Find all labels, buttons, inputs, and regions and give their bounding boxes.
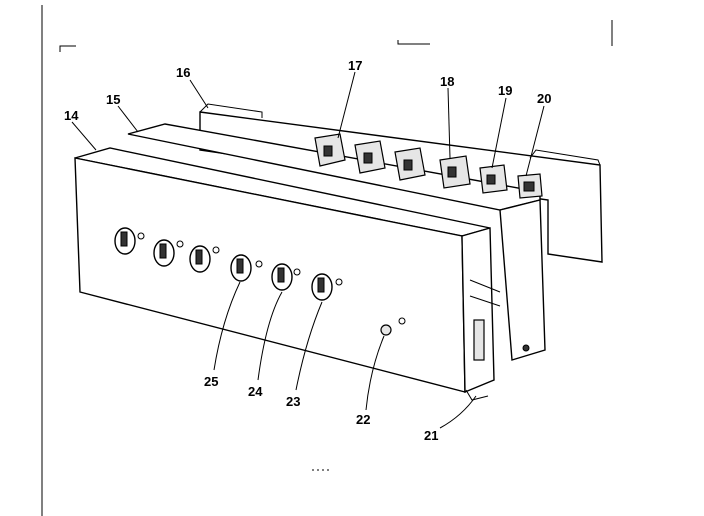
switch-19 [479,164,508,194]
top-mark [397,40,430,45]
front-panel [74,147,501,401]
knob-23 [311,273,343,301]
label-21: 21 [424,428,438,443]
corner-bracket [59,45,76,52]
label-18: 18 [440,74,454,89]
knob-3 [189,245,220,273]
label-23: 23 [286,394,300,409]
label-24: 24 [248,384,263,399]
knob-24 [271,263,301,291]
push-button-22 [380,317,406,336]
label-14: 14 [64,108,79,123]
label-16: 16 [176,65,190,80]
label-17: 17 [348,58,362,73]
knob-1 [114,227,145,255]
switch-block-17 [314,133,426,181]
label-25: 25 [204,374,218,389]
leader-lines [71,71,545,429]
switch-20 [517,173,543,199]
label-20: 20 [537,91,551,106]
label-15: 15 [106,92,120,107]
label-22: 22 [356,412,370,427]
switch-18 [439,155,471,189]
knob-2 [153,239,184,267]
knob-25 [230,254,263,282]
trim-frame [127,123,546,361]
label-19: 19 [498,83,512,98]
